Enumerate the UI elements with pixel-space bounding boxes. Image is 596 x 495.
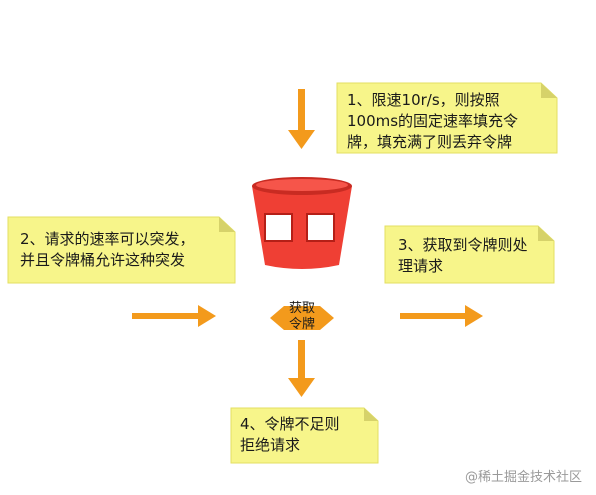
note-top-text: 1、限速10r/s，则按照 100ms的固定速率填充令 牌，填充满了则丢弃令牌 [347, 90, 518, 153]
note-top-line3: 牌，填充满了则丢弃令牌 [347, 133, 513, 151]
watermark: @稀土掘金技术社区 [464, 470, 582, 485]
center-diamond [270, 306, 334, 330]
note-bottom-line1: 4、令牌不足则 [240, 415, 340, 433]
note-left [7, 216, 236, 284]
note-left-line2: 并且令牌桶允许这种突发 [20, 251, 186, 269]
bucket-window-right [306, 213, 335, 242]
note-bottom [230, 407, 379, 464]
bucket-window-left [264, 213, 293, 242]
note-top-line2: 100ms的固定速率填充令 [347, 112, 519, 130]
note-bottom-line2: 拒绝请求 [240, 436, 301, 454]
arrow-down-bottom [288, 340, 315, 397]
center-label-line1: 获取 [288, 301, 315, 316]
note-right [384, 225, 555, 284]
arrow-down-top [288, 89, 315, 149]
note-right-line1: 3、获取到令牌则处 [398, 236, 528, 254]
center-label-line2: 令牌 [288, 317, 315, 332]
note-right-text: 3、获取到令牌则处 理请求 [398, 235, 528, 277]
bucket [252, 177, 352, 269]
note-left-text: 2、请求的速率可以突发， 并且令牌桶允许这种突发 [20, 229, 195, 271]
note-top-line1: 1、限速10r/s，则按照 [347, 91, 500, 109]
center-label: 获取 令牌 [272, 301, 332, 333]
note-bottom-text: 4、令牌不足则 拒绝请求 [240, 414, 340, 456]
arrow-right-out [400, 305, 483, 327]
arrow-left-in [132, 305, 216, 327]
note-left-line1: 2、请求的速率可以突发， [20, 230, 195, 248]
note-right-line2: 理请求 [398, 257, 444, 275]
note-top [336, 82, 558, 154]
